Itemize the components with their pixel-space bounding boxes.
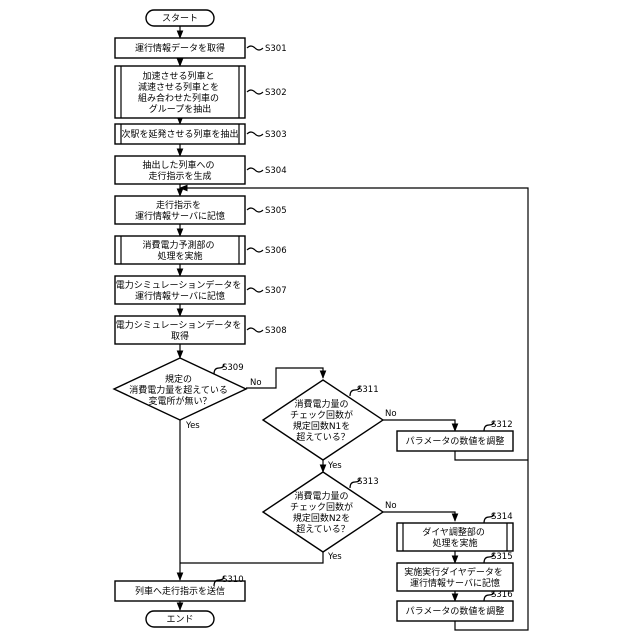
edge-s313-no-s314 — [383, 512, 455, 521]
node-s303: 次駅を延発させる列車を抽出 — [115, 124, 245, 144]
node-s304-label: 抽出した列車への 走行指示を生成 — [143, 159, 218, 182]
s311-no-label: No — [385, 409, 397, 419]
node-end: エンド — [146, 611, 214, 627]
node-s315: 実施実行ダイヤデータを 運行情報サーバに記憶 — [397, 563, 513, 591]
node-s316: パラメータの数値を調整 — [397, 601, 513, 621]
node-s302-label: 加速させる列車と 減速させる列車とを 組み合わせた列車の グループを抽出 — [138, 70, 222, 115]
step-label-s304: S304 — [265, 166, 287, 176]
node-s313-label: 消費電力量の チェック回数が 規定回数N2を 超えている？ — [290, 490, 356, 535]
step-label-s313: S313 — [357, 477, 379, 487]
node-s308: 電力シミュレーションデータを 取得 — [115, 316, 245, 344]
step-label-s312: S312 — [491, 420, 513, 430]
node-s312-label: パラメータの数値を調整 — [406, 435, 505, 447]
node-s305: 走行指示を 運行情報サーバに記憶 — [115, 196, 245, 224]
s311-yes-label: Yes — [327, 461, 342, 471]
node-s306: 消費電力予測部の 処理を実施 — [115, 236, 245, 264]
step-label-s302: S302 — [265, 88, 287, 98]
node-s316-label: パラメータの数値を調整 — [406, 605, 505, 617]
step-label-s309: S309 — [222, 363, 244, 373]
node-s303-label: 次駅を延発させる列車を抽出 — [121, 128, 238, 140]
node-s310-label: 列車へ走行指示を送信 — [135, 585, 225, 597]
node-s314: ダイヤ調整部の 処理を実施 — [397, 523, 513, 551]
s313-yes-label: Yes — [327, 552, 342, 562]
node-s301: 運行情報データを取得 — [115, 38, 245, 58]
edge-s311-no-s312 — [383, 420, 455, 431]
node-s307: 電力シミュレーションデータを 運行情報サーバに記憶 — [115, 276, 245, 304]
step-label-s303: S303 — [265, 130, 287, 140]
s313-no-label: No — [385, 501, 397, 511]
node-s315-label: 実施実行ダイヤデータを 運行情報サーバに記憶 — [404, 566, 506, 589]
step-label-s308: S308 — [265, 326, 287, 336]
node-s312: パラメータの数値を調整 — [397, 431, 513, 451]
s309-no-label: No — [250, 378, 262, 388]
step-label-s305: S305 — [265, 206, 287, 216]
step-label-s310: S310 — [222, 575, 244, 585]
node-s304: 抽出した列車への 走行指示を生成 — [115, 156, 245, 184]
edge-s313-yes-merge — [180, 552, 323, 563]
step-label-s307: S307 — [265, 286, 287, 296]
step-label-s314: S314 — [491, 512, 513, 522]
s309-yes-label: Yes — [185, 421, 200, 431]
step-label-s311: S311 — [357, 385, 379, 395]
step-label-s316: S316 — [491, 590, 513, 600]
edge-s312-loop — [455, 451, 528, 460]
node-end-label: エンド — [166, 615, 193, 625]
node-s311-label: 消費電力量の チェック回数が 規定回数N1を 超えている？ — [290, 398, 356, 443]
node-start: スタート — [146, 10, 214, 26]
node-s302: 加速させる列車と 減速させる列車とを 組み合わせた列車の グループを抽出 — [115, 66, 245, 118]
step-label-s315: S315 — [491, 552, 513, 562]
step-label-s301: S301 — [265, 44, 287, 54]
node-start-label: スタート — [162, 13, 198, 24]
step-label-s306: S306 — [265, 246, 287, 256]
node-s301-label: 運行情報データを取得 — [135, 42, 225, 54]
